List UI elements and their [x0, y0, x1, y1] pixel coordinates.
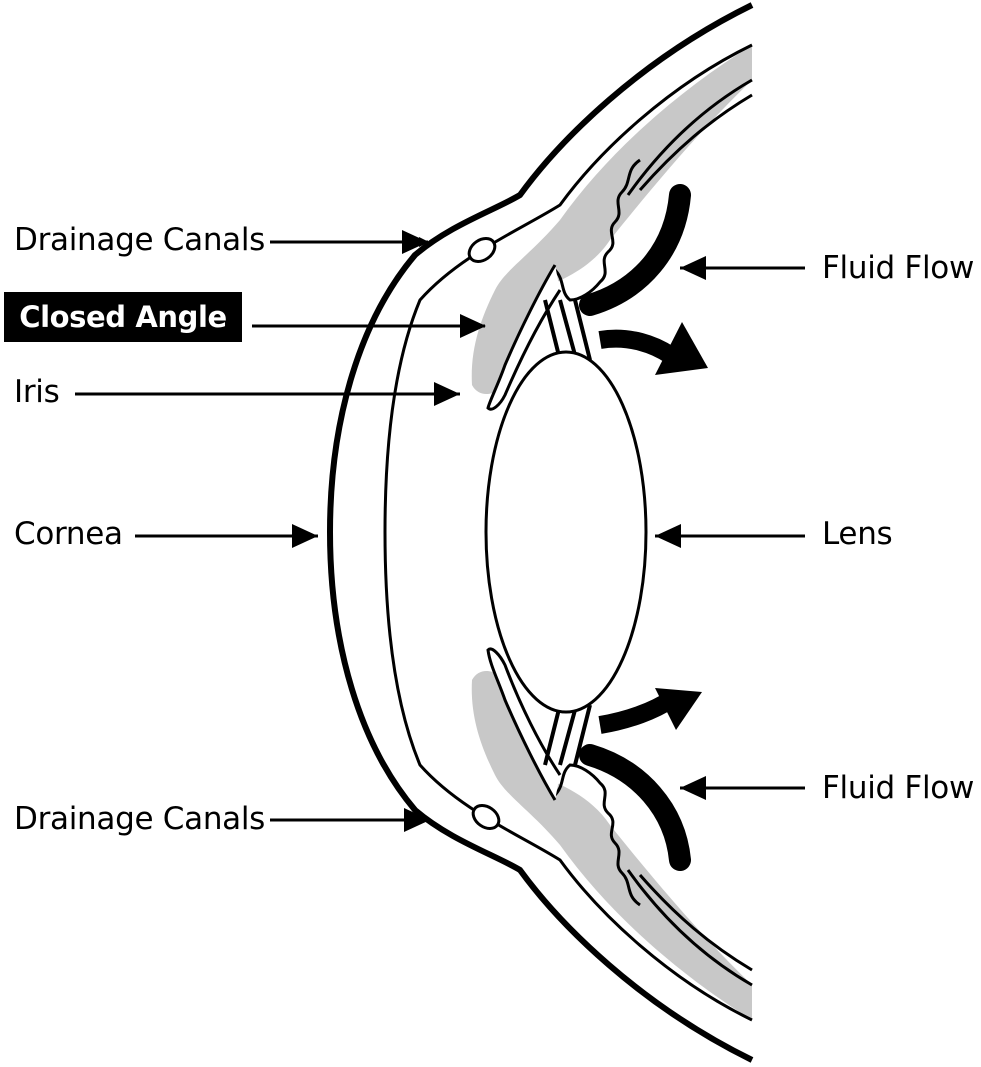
drainage-canal-top — [465, 234, 499, 266]
label-drainage-canals-top: Drainage Canals — [14, 222, 265, 258]
label-drainage-canals-bottom: Drainage Canals — [14, 801, 265, 837]
label-iris: Iris — [14, 374, 59, 410]
label-fluid-flow-top: Fluid Flow — [822, 250, 974, 286]
lens — [486, 352, 646, 712]
label-closed-angle: Closed Angle — [4, 292, 242, 342]
fluid-flow-curved-arrow-top — [600, 339, 670, 355]
label-fluid-flow-bottom: Fluid Flow — [822, 770, 974, 806]
label-cornea: Cornea — [14, 516, 123, 552]
label-lens: Lens — [822, 516, 892, 552]
fluid-flow-curved-arrow-bottom — [600, 700, 670, 725]
drainage-canal-bottom — [469, 801, 503, 833]
